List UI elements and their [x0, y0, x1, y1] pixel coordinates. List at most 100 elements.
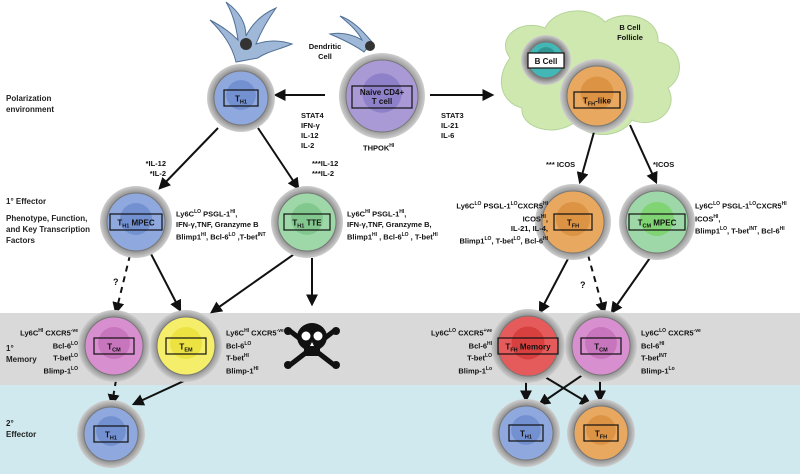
dendritic-cell-right-nucleus — [365, 41, 375, 51]
th1-bottom-right-cell: TH1 — [492, 399, 560, 467]
arrow-tfh-to-tfh-memory — [538, 254, 571, 315]
tcm-right-cell-label: TCM — [594, 343, 608, 354]
arrow-tte-to-tem — [210, 249, 301, 314]
cell-death-icon — [284, 323, 340, 369]
naive-cell-label-box — [351, 85, 413, 109]
th1-bottom-left-cell: TH1 — [77, 400, 145, 468]
tcm-mpec-cell-label: TCM MPEC — [638, 219, 677, 230]
arrow-tcm-to-th1 — [538, 373, 585, 406]
naive-cd4-cell: Naive CD4+T cell — [339, 53, 425, 139]
tfh-bottom-right-cell-label-box — [583, 424, 619, 442]
bcell-follicle-label: B Cell Follicle — [617, 23, 643, 42]
tfh-bottom-right-cell-nucleus — [586, 415, 616, 445]
tfh-like-cell-label: TFH-like — [583, 97, 612, 108]
tfh-bottom-right-cell-label: TFH — [595, 430, 607, 441]
label-effector1: 1° Effector — [6, 197, 47, 206]
label-effector1-sub: Phenotype, Function, and Key Transcripti… — [6, 214, 91, 245]
label-effector2: 2° Effector — [6, 419, 37, 439]
tfh-memory-cell: TFH Memory — [491, 309, 565, 383]
tcm-mpec-cell: TCM MPEC — [619, 184, 695, 260]
tcm-right-cell-label-box — [580, 337, 622, 355]
arrow-tfh-like-to-tfh — [576, 124, 597, 185]
arrow-tcm-mpec-to-tcm — [610, 254, 653, 314]
thpok-label: THPOKHI — [363, 141, 394, 154]
il12-right-label: ***IL-12 ***IL-2 — [312, 159, 339, 178]
th1-bottom-left-cell-nucleus — [96, 416, 126, 446]
dendritic-cell-body — [209, 1, 294, 63]
th1-bottom-left-cell-label: TH1 — [105, 431, 117, 442]
th1-signals: STAT4 IFN-γ IL-12 IL-2 — [301, 111, 324, 150]
dashed-arrows — [107, 254, 608, 407]
tfh-like-cell: TFH-like — [560, 59, 634, 133]
dendritic-cell — [209, 1, 375, 63]
th1-tte-cell-label-box — [283, 213, 331, 231]
dendritic-cell-label: Dendritic Cell — [308, 42, 342, 61]
thpok-text: THPOK — [363, 143, 390, 153]
dendritic-cell-nucleus — [240, 38, 252, 50]
thpok-sup: HI — [389, 143, 395, 149]
arrow-tfh-like-to-tcm-mpec — [629, 124, 658, 185]
arrows — [131, 89, 658, 406]
tcm-mpec-cell-label-box — [628, 213, 686, 231]
label-polarization: Polarization environment — [6, 94, 55, 114]
icos-right-label: *ICOS — [653, 160, 675, 169]
tfh-like-cell-nucleus — [580, 76, 614, 110]
dendritic-cell-right — [328, 15, 373, 53]
b-cell: B Cell — [521, 35, 571, 85]
th1-tte-cell: TH1 TTE — [271, 186, 343, 258]
th1-mpec-cell: TH1 MPEC — [100, 186, 172, 258]
th1-mpec-cell-label-box — [109, 213, 163, 231]
th1-tte-cell-label: TH1 TTE — [292, 219, 322, 230]
naive-cd4-cell-nucleus — [362, 73, 402, 113]
b-cell-label: B Cell — [535, 57, 558, 66]
il12-left-label: *IL-12 *IL-2 — [145, 159, 166, 178]
tcm-right-cell-nucleus — [585, 327, 617, 359]
tcm-right-cell: TCM — [565, 310, 637, 382]
question-right: ? — [580, 280, 586, 290]
th1-bottom-right-cell-label: TH1 — [520, 430, 532, 441]
icos-left-label: *** ICOS — [546, 160, 576, 169]
th1-mpec-cell-label: TH1 MPEC — [117, 219, 154, 230]
th1-mpec-cell-nucleus — [120, 203, 152, 235]
tcm-mpec-cell-nucleus — [639, 201, 675, 237]
tem-cell: TEM — [150, 310, 222, 382]
th1-top-cell: TH1 — [207, 64, 275, 132]
tfh-cell-label: TFH — [567, 219, 579, 230]
arrow-mpec-to-tem — [149, 251, 182, 313]
markers-th1-tte: Ly6CHI PSGL-1HI,IFN-γ,TNF, Granzyme B,Bl… — [347, 209, 438, 241]
tfh-like-cell-label-box — [573, 91, 621, 109]
tfh-cell-nucleus — [555, 201, 591, 237]
naive-cell-label-2: T cell — [372, 97, 392, 106]
tcm-left-cell-nucleus — [98, 327, 130, 359]
naive-cell-label-1: Naive CD4+ — [360, 88, 405, 97]
tcm-left-cell-label: TCM — [107, 343, 121, 354]
tfh-memory-cell-label: TFH Memory — [505, 343, 551, 354]
tfh-memory-cell-label-box — [497, 337, 559, 355]
th1-bottom-right-cell-nucleus — [511, 415, 541, 445]
tem-cell-label-box — [165, 337, 207, 355]
arrow-mpec-to-tcm — [112, 254, 131, 315]
tcm-left-cell-label-box — [93, 337, 135, 355]
tfh-cell-label-box — [553, 213, 593, 231]
th1-top-cell-label: TH1 — [235, 95, 247, 106]
th1-bottom-left-cell-label-box — [93, 425, 129, 443]
arrow-tem-to-th1-bottom — [131, 379, 187, 406]
arrow-th1-to-tte — [257, 127, 300, 190]
th1-bottom-right-cell-label-box — [508, 424, 544, 442]
b-cell-label-box — [527, 52, 565, 69]
tfh-memory-cell-nucleus — [511, 326, 545, 360]
th1-top-cell-nucleus — [226, 80, 256, 110]
label-memory: 1° Memory — [6, 344, 37, 364]
question-left: ? — [113, 277, 119, 287]
th1-tte-cell-nucleus — [291, 203, 323, 235]
tfh-cell: TFH — [535, 184, 611, 260]
